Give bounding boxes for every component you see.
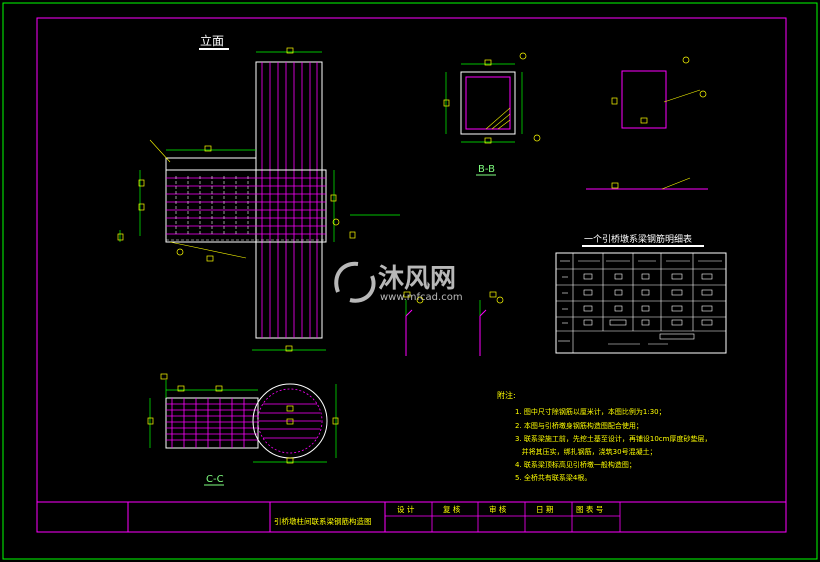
label-designer: 设 计 bbox=[397, 504, 415, 514]
inner-frame bbox=[36, 17, 787, 533]
section-cc-title: C-C bbox=[206, 474, 224, 485]
label-reviewer: 审 核 bbox=[489, 504, 507, 514]
stirrup-detail bbox=[586, 56, 708, 190]
label-sheet-number: 图 表 号 bbox=[576, 504, 603, 514]
label-date: 日 期 bbox=[536, 505, 553, 514]
note-3b: 并将其压实，绑扎钢筋，浇筑30号混凝土； bbox=[515, 447, 657, 456]
watermark-brand: 沐风网 bbox=[378, 264, 456, 294]
note-5: 5. 全桥共有联系梁4根。 bbox=[515, 473, 591, 482]
notes-heading: 附注: bbox=[497, 390, 516, 400]
section-bb: B-B bbox=[443, 52, 541, 176]
table-title: 一个引桥墩系梁钢筋明细表 bbox=[584, 233, 692, 245]
label-checker: 复 核 bbox=[443, 504, 461, 514]
section-bb-title: B-B bbox=[478, 164, 495, 175]
note-1: 1. 图中尺寸除钢筋以厘米计，本图比例为1:30； bbox=[515, 407, 666, 416]
elevation-view: 立面 bbox=[117, 33, 504, 356]
pier-column bbox=[255, 61, 323, 339]
watermark-url: www.mfcad.com bbox=[380, 292, 463, 303]
elevation-title: 立面 bbox=[200, 33, 224, 48]
note-4: 4. 联系梁顶标高见引桥墩一般构造图； bbox=[515, 460, 636, 469]
note-3: 3. 联系梁施工前，先挖土基至设计，再铺设10cm厚度砂垫层， bbox=[515, 434, 711, 443]
rebar-details bbox=[405, 309, 487, 356]
notes: 附注: 1. 图中尺寸除钢筋以厘米计，本图比例为1:30； 2. 本图与引桥墩身… bbox=[497, 390, 711, 482]
drawing-title: 引桥墩柱间联系梁钢筋构造图 bbox=[274, 516, 372, 526]
section-cc: C-C bbox=[147, 373, 339, 486]
watermark: 沐风网 www.mfcad.com bbox=[334, 261, 463, 303]
rebar-table: 一个引桥墩系梁钢筋明细表 bbox=[555, 233, 727, 354]
note-2: 2. 本图与引桥墩身钢筋构造图配合使用； bbox=[515, 421, 643, 430]
watermark-logo-icon bbox=[334, 261, 376, 303]
title-block: 引桥墩柱间联系梁钢筋构造图 设 计 复 核 审 核 日 期 图 表 号 bbox=[37, 501, 786, 532]
